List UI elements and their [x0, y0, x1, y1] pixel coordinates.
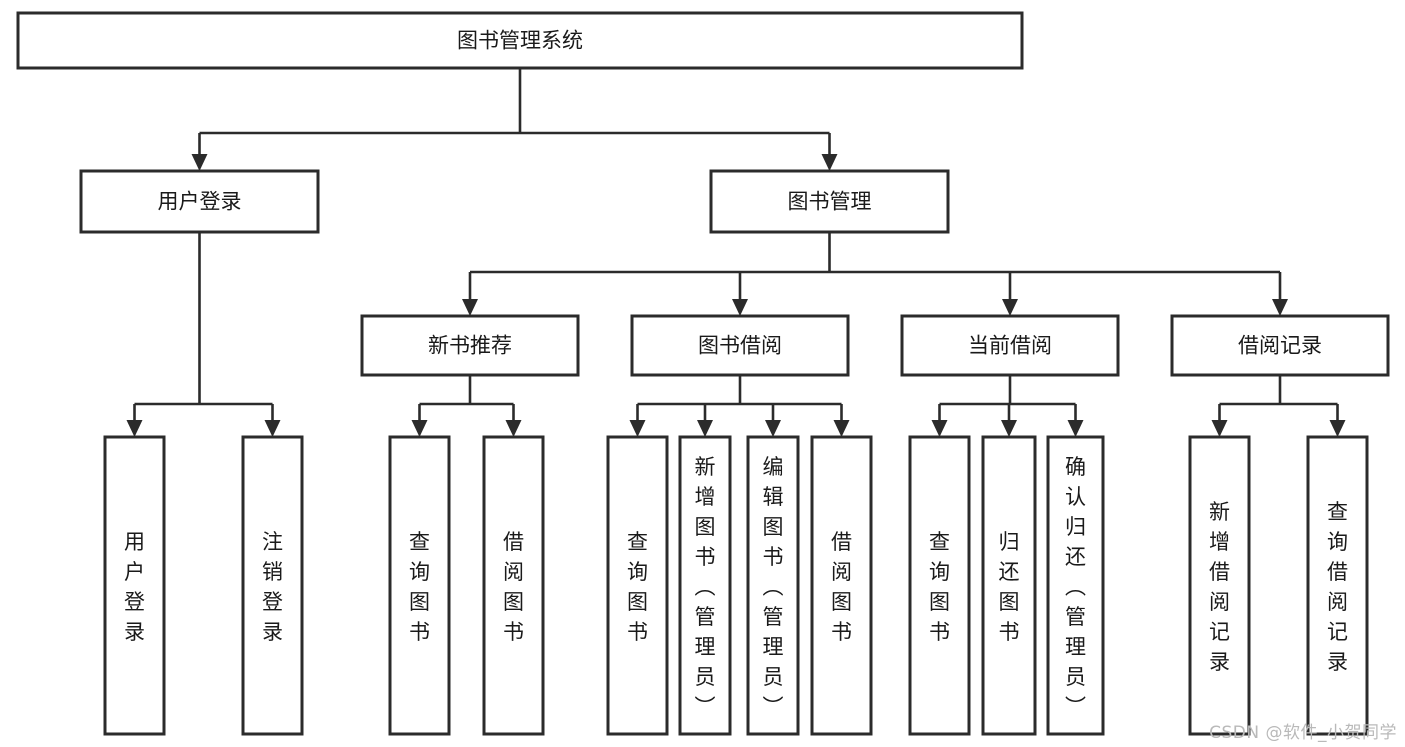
- arrow-head-icon: [462, 299, 478, 316]
- book-manage-label: 图书管理: [788, 190, 872, 214]
- arrow-head-icon: [765, 420, 781, 437]
- leaf-add-record-label: 新增借阅记录: [1209, 500, 1230, 674]
- node-user-login[interactable]: 用户登录: [79, 169, 320, 234]
- borrow-record-label: 借阅记录: [1238, 334, 1322, 358]
- leaf-query-record-label: 查询借阅记录: [1327, 500, 1348, 674]
- leaf-query-book-2-box[interactable]: [606, 435, 669, 736]
- arrow-head-icon: [1002, 299, 1018, 316]
- node-group: 图书管理系统用户登录图书管理新书推荐图书借阅当前借阅借阅记录用户登录注销登录查询…: [16, 11, 1390, 736]
- leaf-add-record-box[interactable]: [1188, 435, 1251, 736]
- leaf-borrow-book-2-label: 借阅图书: [831, 530, 852, 644]
- node-leaf-confirm-return[interactable]: 确认归还︵管理员︶: [1046, 435, 1105, 736]
- leaf-query-book-3-box[interactable]: [908, 435, 971, 736]
- node-book-manage[interactable]: 图书管理: [709, 169, 950, 234]
- leaf-user-login-label: 用户登录: [124, 530, 145, 644]
- node-leaf-borrow-book-1[interactable]: 借阅图书: [482, 435, 545, 736]
- node-new-book-recommend[interactable]: 新书推荐: [360, 314, 580, 377]
- arrow-head-icon: [833, 420, 850, 437]
- node-borrow-record[interactable]: 借阅记录: [1170, 314, 1390, 377]
- arrow-head-icon: [1001, 420, 1017, 437]
- leaf-query-record-box[interactable]: [1306, 435, 1369, 736]
- arrow-head-icon: [1329, 420, 1346, 437]
- arrow-head-icon: [1272, 299, 1288, 316]
- leaf-borrow-book-1-label: 借阅图书: [503, 530, 524, 644]
- user-login-label: 用户登录: [158, 190, 242, 214]
- arrow-head-icon: [191, 154, 208, 171]
- leaf-confirm-return-box[interactable]: [1046, 435, 1105, 736]
- book-borrow-box[interactable]: [630, 314, 850, 377]
- arrow-head-icon: [931, 420, 948, 437]
- arrow-head-icon: [1211, 420, 1228, 437]
- node-root[interactable]: 图书管理系统: [16, 11, 1024, 70]
- node-leaf-borrow-book-2[interactable]: 借阅图书: [810, 435, 873, 736]
- node-leaf-logout-login[interactable]: 注销登录: [241, 435, 304, 736]
- node-leaf-add-record[interactable]: 新增借阅记录: [1188, 435, 1251, 736]
- user-login-box[interactable]: [79, 169, 320, 234]
- node-leaf-query-book-1[interactable]: 查询图书: [388, 435, 451, 736]
- node-leaf-return-book[interactable]: 归还图书: [981, 435, 1037, 736]
- leaf-add-book-label: 新增图书︵管理员︶: [695, 455, 716, 719]
- leaf-return-book-box[interactable]: [981, 435, 1037, 736]
- arrow-head-icon: [821, 154, 838, 171]
- current-borrow-box[interactable]: [900, 314, 1120, 377]
- leaf-logout-login-label: 注销登录: [262, 530, 283, 644]
- arrow-head-icon: [1067, 420, 1084, 437]
- arrow-head-icon: [505, 420, 522, 437]
- node-leaf-add-book[interactable]: 新增图书︵管理员︶: [678, 435, 732, 736]
- arrow-head-icon: [629, 420, 646, 437]
- node-leaf-query-record[interactable]: 查询借阅记录: [1306, 435, 1369, 736]
- arrow-head-icon: [697, 420, 713, 437]
- root-label: 图书管理系统: [457, 29, 583, 53]
- arrow-head-icon: [126, 420, 143, 437]
- leaf-edit-book-box[interactable]: [746, 435, 800, 736]
- node-current-borrow[interactable]: 当前借阅: [900, 314, 1120, 377]
- book-manage-box[interactable]: [709, 169, 950, 234]
- node-leaf-user-login[interactable]: 用户登录: [103, 435, 166, 736]
- connector-group: [126, 68, 1346, 437]
- arrow-head-icon: [411, 420, 428, 437]
- leaf-query-book-2-label: 查询图书: [627, 530, 648, 644]
- leaf-return-book-label: 归还图书: [999, 530, 1020, 644]
- leaf-edit-book-label: 编辑图书︵管理员︶: [763, 455, 784, 719]
- leaf-borrow-book-2-box[interactable]: [810, 435, 873, 736]
- node-leaf-query-book-2[interactable]: 查询图书: [606, 435, 669, 736]
- leaf-query-book-3-label: 查询图书: [929, 530, 950, 644]
- new-book-recommend-label: 新书推荐: [428, 334, 512, 358]
- node-leaf-query-book-3[interactable]: 查询图书: [908, 435, 971, 736]
- borrow-record-box[interactable]: [1170, 314, 1390, 377]
- leaf-confirm-return-label: 确认归还︵管理员︶: [1065, 455, 1086, 719]
- leaf-user-login-box[interactable]: [103, 435, 166, 736]
- new-book-recommend-box[interactable]: [360, 314, 580, 377]
- csdn-watermark: CSDN @软件_小贺同学: [1209, 723, 1397, 743]
- arrow-head-icon: [264, 420, 281, 437]
- node-book-borrow[interactable]: 图书借阅: [630, 314, 850, 377]
- book-borrow-label: 图书借阅: [698, 334, 782, 358]
- leaf-query-book-1-box[interactable]: [388, 435, 451, 736]
- leaf-query-book-1-label: 查询图书: [409, 530, 430, 644]
- node-leaf-edit-book[interactable]: 编辑图书︵管理员︶: [746, 435, 800, 736]
- current-borrow-label: 当前借阅: [968, 334, 1052, 358]
- leaf-borrow-book-1-box[interactable]: [482, 435, 545, 736]
- root-box[interactable]: [16, 11, 1024, 70]
- leaf-logout-login-box[interactable]: [241, 435, 304, 736]
- arrow-head-icon: [732, 299, 748, 316]
- leaf-add-book-box[interactable]: [678, 435, 732, 736]
